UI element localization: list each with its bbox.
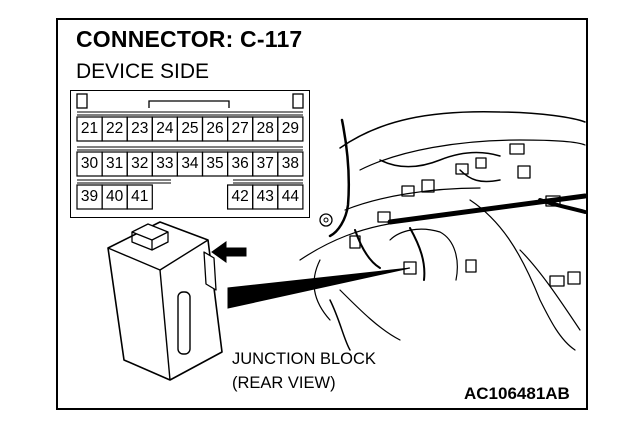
pin-33: 33 (156, 155, 174, 172)
pin-41: 41 (131, 188, 149, 205)
junction-block-icon (107, 221, 223, 381)
pin-cell (277, 184, 304, 210)
pin-43: 43 (256, 188, 274, 205)
pin-29: 29 (281, 120, 299, 137)
pin-23: 23 (131, 120, 149, 137)
pin-cell (277, 151, 304, 177)
pin-44: 44 (281, 188, 299, 205)
pin-34: 34 (181, 155, 199, 172)
pin-28: 28 (256, 120, 274, 137)
junction-block-label: JUNCTION BLOCK (232, 350, 376, 368)
pin-21: 21 (80, 120, 99, 137)
pin-cell (126, 184, 153, 210)
rear-view-label: (REAR VIEW) (232, 374, 336, 392)
pin-24: 24 (156, 120, 174, 137)
pointer-arrow-icon (211, 241, 247, 263)
pin-40: 40 (106, 188, 124, 205)
pin-26: 26 (206, 120, 224, 137)
pin-36: 36 (231, 155, 249, 172)
pin-22: 22 (106, 120, 124, 137)
pin-30: 30 (80, 155, 99, 172)
pin-25: 25 (181, 120, 199, 137)
pin-39: 39 (80, 188, 99, 205)
connector-title: CONNECTOR: C-117 (76, 26, 303, 52)
connector-face: 21 22 23 24 25 26 27 28 29 30 31 32 33 34 35 36 37 38 39 40… (70, 90, 310, 218)
pin-31: 31 (106, 155, 124, 172)
pin-27: 27 (231, 120, 249, 137)
pin-35: 35 (206, 155, 224, 172)
location-pointer-icon (227, 267, 411, 309)
figure-code: AC106481AB (464, 384, 570, 403)
pin-cell (277, 116, 304, 142)
pin-37: 37 (256, 155, 274, 172)
connector-outline (76, 93, 304, 210)
pin-42: 42 (231, 188, 249, 205)
pin-32: 32 (131, 155, 149, 172)
pin-38: 38 (281, 155, 299, 172)
device-side-label: DEVICE SIDE (76, 60, 210, 83)
